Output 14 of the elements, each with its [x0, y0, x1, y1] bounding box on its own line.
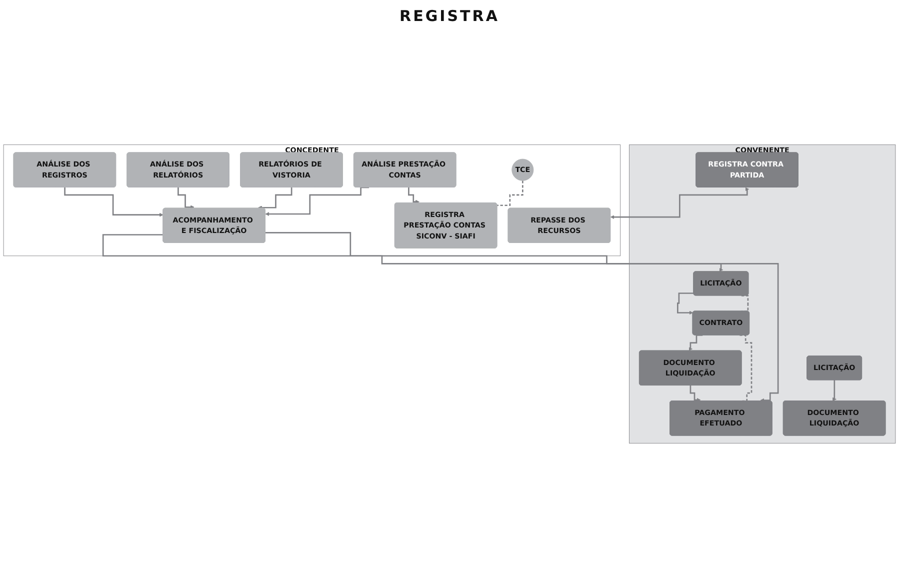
connector — [741, 295, 749, 312]
arrow — [265, 232, 779, 402]
arrow — [265, 186, 369, 216]
arrow — [102, 234, 724, 272]
section-heading: REGISTRA — [400, 7, 500, 25]
arrow — [64, 186, 164, 217]
arrow — [677, 292, 694, 315]
arrow — [610, 187, 749, 220]
arrow — [832, 379, 836, 402]
connector — [497, 180, 524, 206]
arrow — [408, 186, 420, 204]
arrow — [690, 384, 701, 402]
arrow — [178, 186, 194, 210]
arrow — [258, 186, 292, 210]
